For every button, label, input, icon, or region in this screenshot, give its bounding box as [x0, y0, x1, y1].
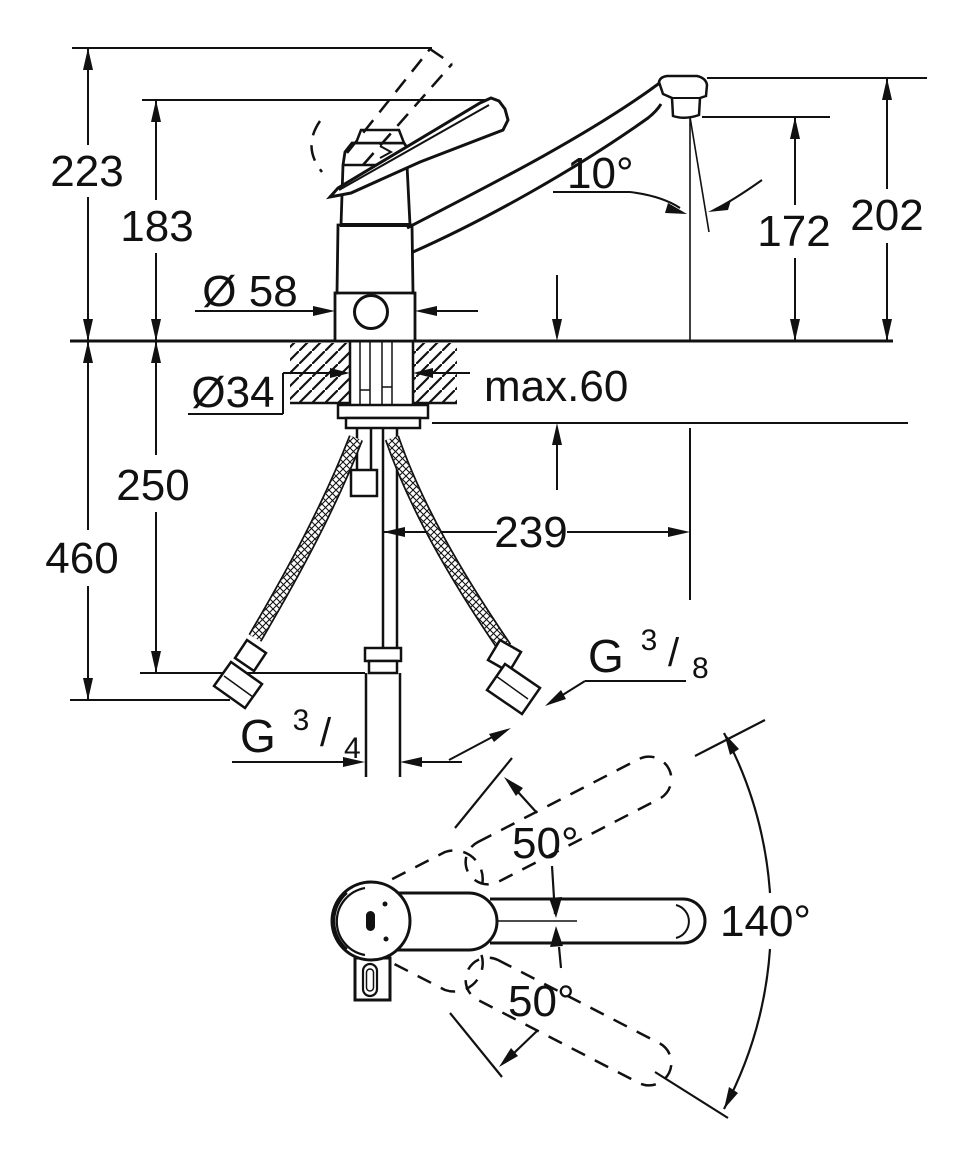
dim-label-239: 239: [494, 508, 567, 557]
dim-label-g38: G 3 / 8: [588, 608, 709, 685]
dim-label-183: 183: [120, 202, 193, 251]
dim-label-d58: Ø 58: [202, 267, 297, 316]
spout-tube-plan: [490, 897, 707, 945]
angle-arrowheads: [499, 733, 739, 1109]
left-supply-hose: [212, 435, 363, 710]
dim-label-223: 223: [50, 147, 123, 196]
dim-label-202: 202: [850, 191, 923, 240]
mounting-hardware: [336, 341, 430, 777]
right-supply-hose: [384, 435, 542, 716]
handle-raised-dashed: [310, 47, 453, 173]
dim-label-50deg-lower: 50°: [508, 977, 575, 1026]
left-hose-nut: [212, 660, 264, 710]
stud-nut: [349, 468, 379, 498]
dimension-labels: 223 183 Ø 58 Ø34 max.60 250 460 239 10° …: [45, 147, 923, 1026]
lever-handle: [325, 96, 510, 200]
dim-label-50deg-upper: 50°: [512, 819, 579, 868]
dim-label-172: 172: [757, 207, 830, 256]
body-port-circle: [353, 294, 389, 330]
dim-label-250: 250: [116, 461, 189, 510]
counter-section: [290, 343, 457, 405]
side-view: [70, 47, 927, 777]
dim-label-d34: Ø34: [191, 368, 274, 417]
dim-label-10deg: 10°: [567, 149, 634, 198]
dim-label-140deg: 140°: [720, 897, 811, 946]
arrowheads: [83, 48, 892, 767]
dim-label-g34: G 3 / 4: [240, 688, 361, 765]
supply-tail-pipe: [364, 673, 402, 777]
dim-label-max60: max.60: [484, 362, 628, 411]
spout-outlet: [657, 74, 709, 119]
plan-view: [330, 719, 772, 1119]
spout: [406, 74, 709, 254]
dim-label-460: 460: [45, 534, 118, 583]
cartridge-mark: [366, 911, 375, 931]
handle-neck: [354, 128, 406, 145]
